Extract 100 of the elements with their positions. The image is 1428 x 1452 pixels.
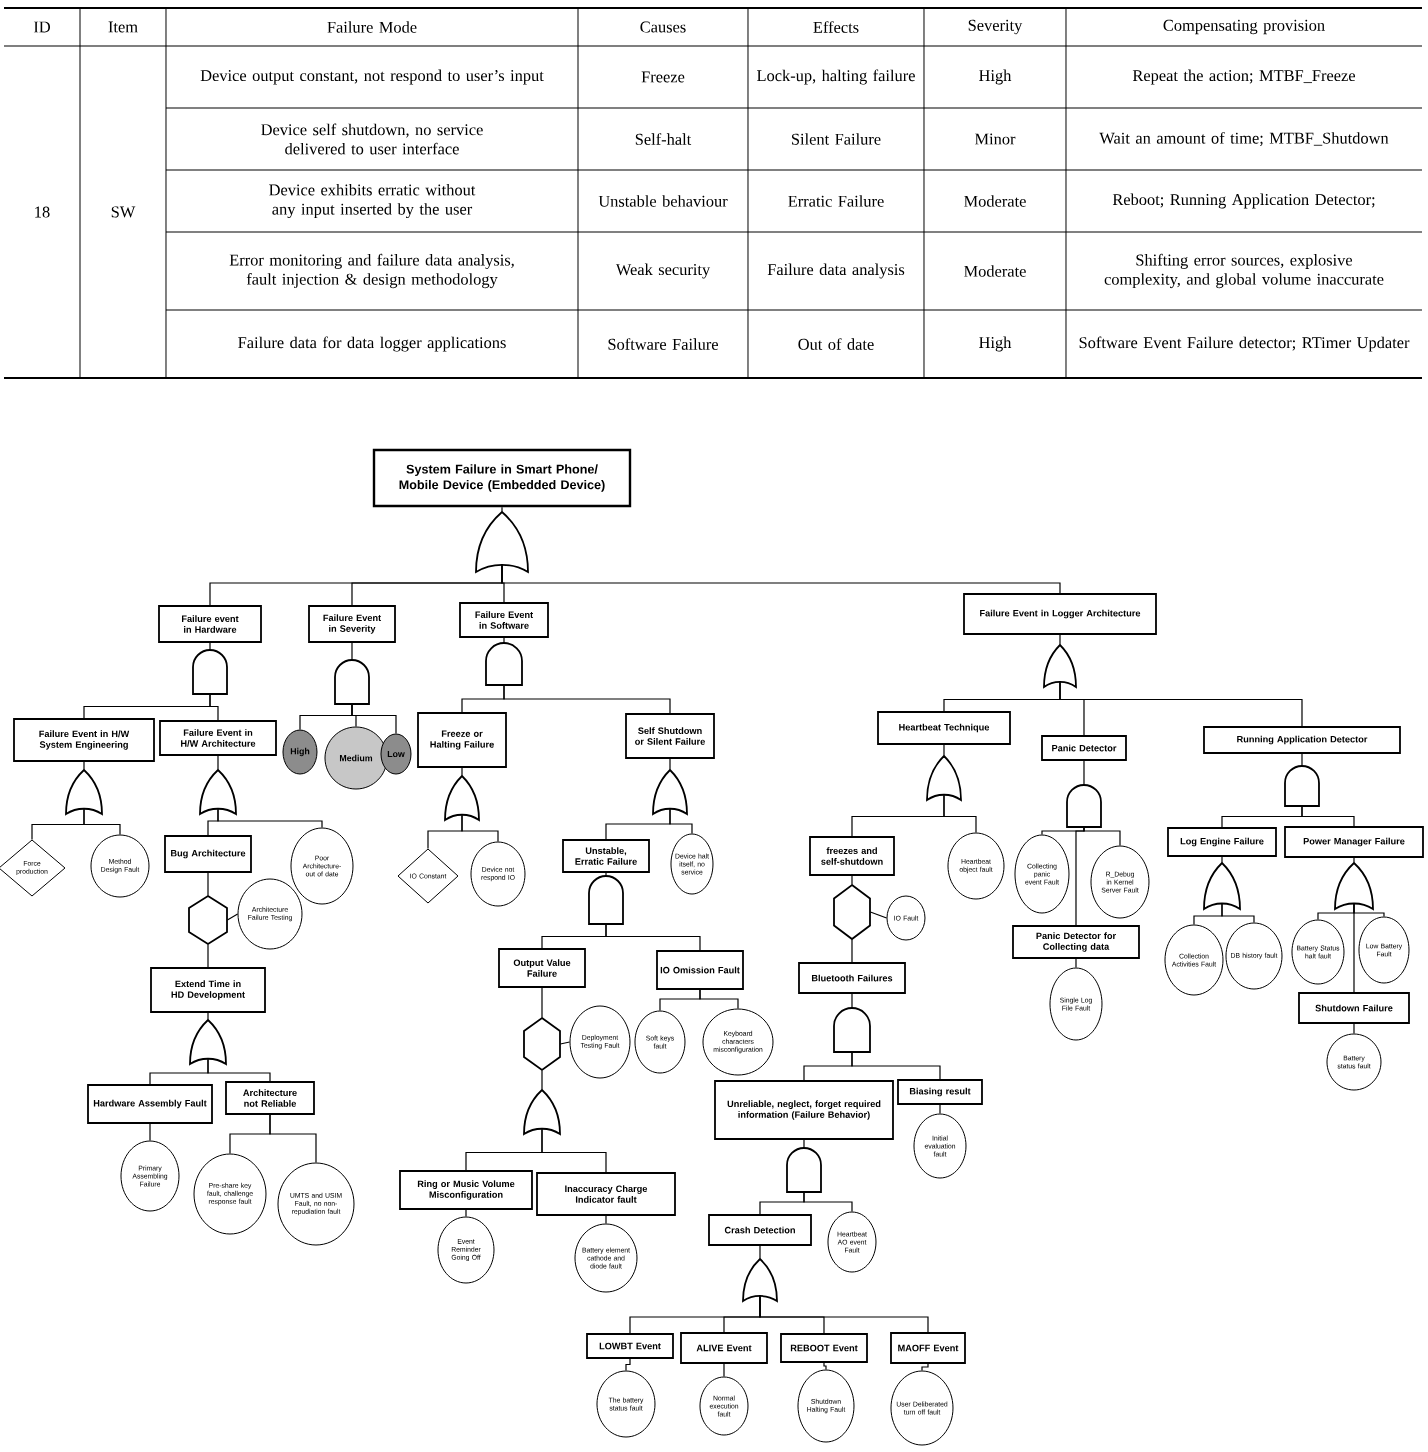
column-header: Severity	[968, 19, 1023, 35]
table-entry: Silent Failure	[792, 133, 881, 145]
or-gate	[444, 775, 480, 821]
connector-line	[803, 1191, 853, 1213]
connector-line	[851, 875, 853, 886]
connector-line	[501, 506, 503, 513]
or-gate	[523, 1089, 561, 1135]
table-entry: Self-halt	[635, 133, 692, 145]
connector-line	[851, 938, 853, 963]
table-entry: Out of date	[798, 338, 874, 350]
connector-line	[501, 564, 1061, 594]
and-gate	[334, 659, 370, 705]
table-entry: Minor	[974, 133, 1016, 145]
connector-line	[269, 1114, 317, 1164]
connector-line	[217, 808, 323, 829]
and-gate	[1284, 765, 1320, 807]
table-entry: Wait an amount of time; MTBF_Shutdown	[1099, 132, 1389, 147]
table-entry: Lock-up, halting failure	[757, 69, 915, 85]
connector-line	[461, 767, 463, 777]
column-header: Failure Mode	[327, 21, 417, 33]
table-entry: Freeze	[641, 71, 685, 83]
and-gate	[485, 642, 523, 686]
table-entry: Software Event Failure detector; RTimer Updater	[1079, 336, 1410, 352]
connector-line	[759, 1245, 761, 1260]
connector-line	[207, 1058, 271, 1082]
table-entry: Moderate	[964, 195, 1026, 207]
connector-line	[1083, 826, 1121, 847]
or-gate	[926, 755, 962, 801]
connector-line	[851, 1051, 941, 1080]
table-entry: Repeat the action; MTBF_Freeze	[1132, 69, 1355, 85]
connector-line	[625, 1358, 631, 1372]
connector-line	[351, 642, 353, 661]
connector-line	[541, 1069, 543, 1091]
connector-line	[1301, 805, 1355, 827]
table-entry: Device exhibits erratic without any input inserted by the user	[269, 183, 476, 219]
connector-line	[869, 911, 888, 919]
or-gate	[199, 769, 237, 815]
table-entry: 18	[35, 206, 50, 218]
table-entry: High	[979, 336, 1012, 352]
column-header: Causes	[640, 21, 686, 33]
connector-line	[1221, 903, 1255, 924]
or-gate	[1334, 862, 1374, 910]
connector-line	[559, 1041, 571, 1045]
connector-line	[149, 1123, 151, 1142]
connector-line	[207, 943, 209, 968]
connector-line	[541, 1128, 607, 1173]
connector-line	[1059, 681, 1303, 727]
connector-line	[1059, 634, 1061, 646]
or-gate	[1203, 862, 1241, 910]
or-gate	[475, 511, 529, 573]
connector-line	[723, 1363, 725, 1378]
connector-line	[503, 684, 671, 714]
and-gate	[1066, 784, 1102, 828]
table-entry: Shifting error sources, explosive complexity, and global volume inaccurate	[1104, 253, 1384, 289]
table-entry: Error monitoring and failure data analysis, fault injection & design methodology	[229, 253, 514, 289]
and-gate	[833, 1007, 871, 1053]
table-entry: Failure data for data logger applications	[238, 336, 506, 352]
table-entry: Software Failure	[608, 338, 718, 350]
connector-line	[759, 1295, 929, 1333]
connector-line	[1301, 753, 1303, 767]
connector-line	[1083, 760, 1085, 786]
connector-line	[541, 987, 543, 1019]
connector-line	[803, 1139, 805, 1149]
table-entry: High	[979, 69, 1012, 85]
connector-line	[921, 1363, 929, 1372]
table-entry: Reboot; Running Application Detector;	[1112, 193, 1375, 209]
column-header: ID	[33, 21, 50, 33]
connector-line	[209, 693, 219, 721]
connector-line	[605, 923, 701, 951]
table-entry: Failure data analysis	[767, 263, 905, 279]
connector-line	[823, 1362, 827, 1371]
or-gate	[65, 769, 103, 815]
connector-line	[939, 1104, 941, 1115]
connector-line	[209, 642, 211, 651]
and-gate	[786, 1147, 822, 1193]
table-entry: Moderate	[964, 265, 1026, 277]
table-entry: Erratic Failure	[788, 195, 884, 207]
connector-line	[1075, 826, 1085, 926]
column-header: Compensating provision	[1163, 19, 1325, 35]
connector-line	[669, 758, 671, 771]
connector-line	[699, 989, 739, 1010]
connector-line	[503, 637, 505, 644]
column-header: Effects	[813, 21, 859, 33]
table-entry: Unstable behaviour	[598, 195, 728, 207]
connector-line	[605, 1215, 607, 1225]
table-entry: SW	[111, 206, 136, 218]
and-gate	[192, 649, 228, 695]
connector-line	[943, 794, 977, 834]
connector-line	[351, 703, 397, 735]
table-entry: Device output constant, not respond to user’s input	[200, 69, 544, 85]
or-gate	[189, 1019, 227, 1065]
or-gate	[742, 1258, 778, 1302]
connector-line	[83, 808, 121, 836]
connector-line	[669, 808, 693, 835]
connector-line	[851, 993, 853, 1009]
connector-line	[217, 755, 219, 771]
connector-line	[1221, 856, 1223, 864]
and-gate	[588, 875, 624, 925]
connector-line	[1353, 903, 1355, 993]
connector-line	[943, 744, 945, 757]
